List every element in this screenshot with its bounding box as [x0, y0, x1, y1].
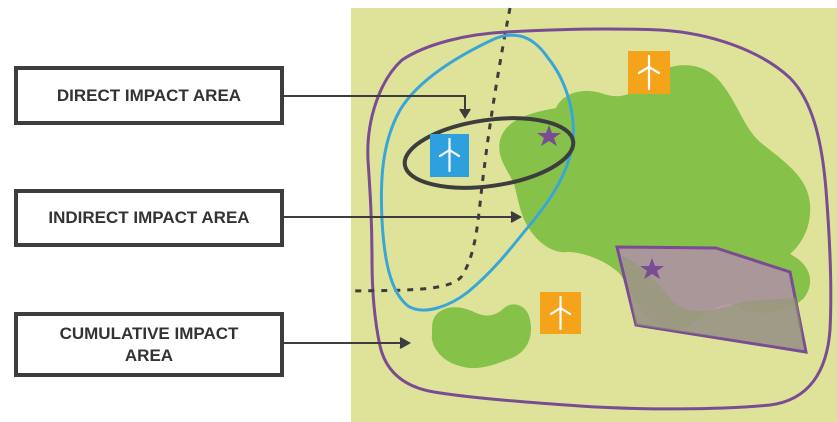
- direct-impact-label-box: DIRECT IMPACT AREA: [14, 66, 284, 125]
- indirect-impact-label: INDIRECT IMPACT AREA: [48, 208, 250, 227]
- habitat-overlap: [622, 256, 804, 350]
- dashed-boundary-line: [351, 7, 512, 293]
- star-icon: [640, 258, 664, 279]
- indirect-impact-label-box: INDIRECT IMPACT AREA: [14, 189, 284, 247]
- wind-turbine-icon: [540, 292, 581, 334]
- habitat-area-small: [431, 304, 532, 369]
- cumulative-impact-label-line2: AREA: [124, 345, 174, 365]
- wind-turbine-icon: [430, 134, 469, 177]
- star-icon: [537, 125, 561, 146]
- connector-direct-arrow: [284, 95, 471, 119]
- connector-cumulative-arrow: [284, 337, 412, 349]
- connector-indirect-arrow: [284, 211, 523, 223]
- wind-turbine-icon: [628, 51, 670, 94]
- direct-impact-outline: [402, 116, 576, 190]
- indirect-impact-outline: [379, 33, 575, 312]
- cumulative-impact-label-box: CUMULATIVE IMPACT AREA: [14, 312, 284, 377]
- cumulative-impact-outline: [366, 27, 833, 411]
- cumulative-impact-label-line1: CUMULATIVE IMPACT: [59, 323, 239, 343]
- direct-impact-label: DIRECT IMPACT AREA: [56, 85, 242, 105]
